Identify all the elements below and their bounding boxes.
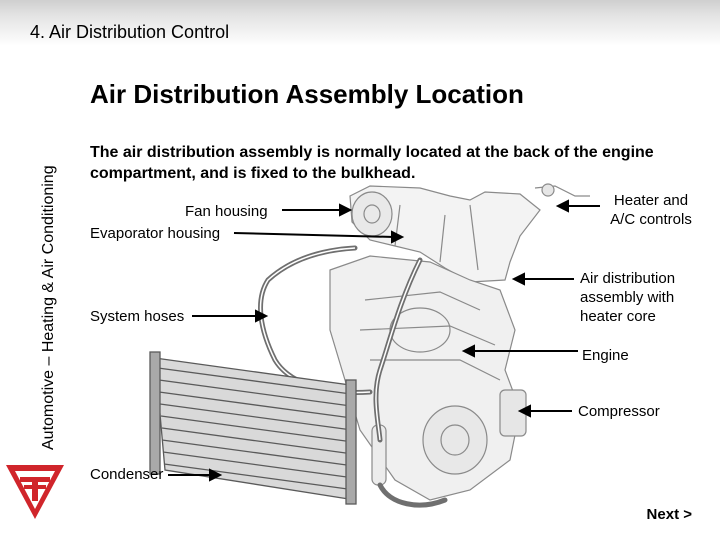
label-air-distribution-assembly: Air distribution assembly with heater co… [580,269,675,326]
next-button[interactable]: Next > [646,506,692,523]
label-system-hoses: System hoses [90,308,185,325]
label-heater-controls: Heater and A/C controls [606,191,696,229]
label-fan-housing: Fan housing [185,203,268,220]
label-air-dist-line1: Air distribution [580,270,676,287]
label-compressor: Compressor [578,403,660,420]
label-evaporator-housing: Evaporator housing [90,225,221,242]
label-condenser: Condenser [90,466,164,483]
label-heater-controls-line2: A/C controls [610,211,692,228]
intro-text: The air distribution assembly is normall… [90,144,654,182]
label-air-dist-line3: heater core [580,308,656,325]
logo-icon [6,465,64,519]
page-title: Air Distribution Assembly Location [90,79,524,109]
section-title: 4. Air Distribution Control [30,22,230,42]
label-engine: Engine [582,347,629,364]
label-heater-controls-line1: Heater and [613,192,689,209]
header-bar [0,0,720,46]
label-air-dist-line2: assembly with [580,289,675,306]
